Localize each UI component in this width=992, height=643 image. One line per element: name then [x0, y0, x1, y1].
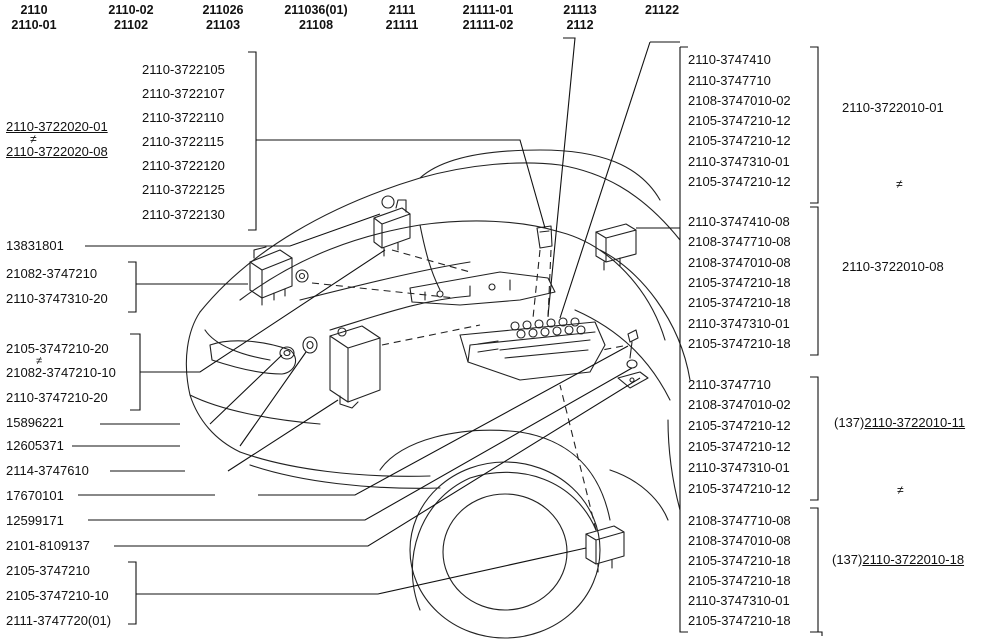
header-model-5: 21111-01 21111-02: [448, 3, 528, 33]
header-model-7: 21122: [634, 3, 690, 18]
relay-list-item: 2110-3747710: [688, 73, 771, 88]
relay-list-item: 2105-3747210-18: [688, 573, 791, 588]
label-12599171: 12599171: [6, 513, 64, 528]
relay-list-item: 2108-3747010-02: [688, 93, 791, 108]
header-model-1: 2110-02 21102: [96, 3, 166, 33]
relay-list-item: 2105-3747210-12: [688, 113, 791, 128]
header-model-2-line2: 21103: [205, 18, 241, 32]
not-equal-symbol-left: ≠: [30, 132, 37, 146]
relay-block-part-c-number: 2110-3722010-11: [864, 415, 966, 430]
relay-list-item: 2105-3747210-18: [688, 613, 791, 628]
relay-list-item: 2105-3747210-12: [688, 439, 791, 454]
not-equal-symbol-right-top: ≠: [896, 177, 903, 191]
relay-list-item: 2110-3747310-01: [688, 154, 790, 169]
relay-list-item: 2108-3747710-08: [688, 234, 791, 249]
relay-list-item: 2105-3747210-12: [688, 418, 791, 433]
fuse-item: 2110-3722120: [142, 158, 225, 173]
fuse-box-block: [459, 317, 606, 381]
fuse-item: 2110-3722105: [142, 62, 225, 77]
header-model-1-line1: 2110-02: [108, 3, 154, 17]
relay-group-1-item: 2110-3747310-20: [6, 291, 108, 306]
relay-list-item: 2105-3747210-18: [688, 553, 791, 568]
relay-group-3-item: 2111-3747720(01): [6, 613, 112, 628]
relay-list-item: 2105-3747210-12: [688, 174, 791, 189]
header-model-0: 2110 2110-01: [6, 3, 62, 33]
relay-group-2-item: 2105-3747210-20: [6, 341, 109, 356]
label-2114-3747610: 2114-3747610: [6, 463, 89, 478]
not-equal-symbol-right-bottom: ≠: [897, 483, 904, 497]
header-model-0-line1: 2110: [20, 3, 48, 17]
header-model-6-line2: 2112: [566, 18, 594, 32]
header-model-2-line1: 211026: [202, 3, 244, 17]
fuse-item: 2110-3722125: [142, 182, 225, 197]
relay-group-2-item: 2110-3747210-20: [6, 390, 108, 405]
header-model-5-line2: 21111-02: [462, 18, 514, 32]
relay-block-part-d-number: 2110-3722010-18: [862, 552, 965, 567]
fuse-item: 2110-3722107: [142, 86, 225, 101]
relay-left: [249, 246, 293, 306]
label-15896221: 15896221: [6, 415, 64, 430]
label-13831801: 13831801: [6, 238, 64, 253]
relay-group-2-item: 21082-3747210-10: [6, 365, 116, 380]
not-equal-symbol-group-2: ≠: [36, 355, 43, 367]
label-12605371: 12605371: [6, 438, 64, 453]
header-model-4: 2111 21111: [374, 3, 430, 33]
bolt-washer: [617, 329, 649, 389]
relay-list-item: 2110-3747310-01: [688, 593, 790, 608]
relay-upper: [373, 195, 411, 257]
header-model-6: 21113 2112: [552, 3, 608, 33]
relay-list-item: 2105-3747210-18: [688, 275, 791, 290]
fuse-item: 2110-3722115: [142, 134, 224, 149]
relay-list-item: 2108-3747010-08: [688, 255, 791, 270]
header-model-0-line2: 2110-01: [11, 18, 57, 32]
fuse-item: 2110-3722130: [142, 207, 225, 222]
relay-group-3-item: 2105-3747210: [6, 563, 90, 578]
header-model-3-line2: 21108: [298, 18, 334, 32]
relay-list-item: 2105-3747210-12: [688, 133, 791, 148]
control-module: [329, 325, 381, 409]
mounting-bracket: [409, 271, 556, 306]
header-model-5-line1: 21111-01: [462, 3, 514, 17]
relay-list-item: 2110-3747710: [688, 377, 771, 392]
nut-washers: [279, 269, 318, 360]
relay-block-part-c-prefix: (137): [834, 415, 865, 430]
header-model-4-line2: 21111: [385, 18, 419, 32]
relay-block-part-d-prefix: (137): [832, 552, 863, 567]
part-number-fuse-box-a: 2110-3722020-01: [6, 119, 108, 134]
label-2101-8109137: 2101-8109137: [6, 538, 90, 553]
label-17670101: 17670101: [6, 488, 64, 503]
fuse-part: [536, 225, 553, 249]
fuse-item: 2110-3722110: [142, 110, 224, 125]
header-model-7-line1: 21122: [644, 3, 680, 17]
relay-list-item: 2108-3747010-02: [688, 397, 791, 412]
relay-list-item: 2108-3747010-08: [688, 533, 791, 548]
header-model-4-line1: 2111: [388, 3, 416, 17]
relay-list-item: 2105-3747210-18: [688, 295, 791, 310]
relay-list-item: 2110-3747310-01: [688, 460, 790, 475]
relay-list-item: 2110-3747410-08: [688, 214, 790, 229]
header-model-3: 211036(01) 21108: [272, 3, 360, 33]
assembly-dashed-lines: [311, 249, 624, 531]
relay-block-part-d: (137)2110-3722010-18: [832, 552, 964, 567]
part-number-fuse-box-b: 2110-3722020-08: [6, 144, 108, 159]
header-model-1-line2: 21102: [113, 18, 149, 32]
relay-block-part-c: (137)2110-3722010-11: [834, 415, 965, 430]
relay-block-part-b: 2110-3722010-08: [842, 259, 944, 274]
relay-block-part-a: 2110-3722010-01: [842, 100, 944, 115]
leader-lines: [72, 37, 823, 636]
relay-group-1-item: 21082-3747210: [6, 266, 98, 281]
relay-list-item: 2105-3747210-18: [688, 336, 791, 351]
relay-bottom: [585, 525, 625, 573]
header-model-3-line1: 211036(01): [284, 3, 348, 17]
relay-list-item: 2105-3747210-12: [688, 481, 791, 496]
relay-list-item: 2110-3747310-01: [688, 316, 790, 331]
relay-list-item: 2108-3747710-08: [688, 513, 791, 528]
relay-group-3-item: 2105-3747210-10: [6, 588, 109, 603]
header-model-2: 211026 21103: [190, 3, 256, 33]
header-model-6-line1: 21113: [563, 3, 597, 17]
relay-list-item: 2110-3747410: [688, 52, 771, 67]
relay-right-top: [595, 223, 637, 271]
